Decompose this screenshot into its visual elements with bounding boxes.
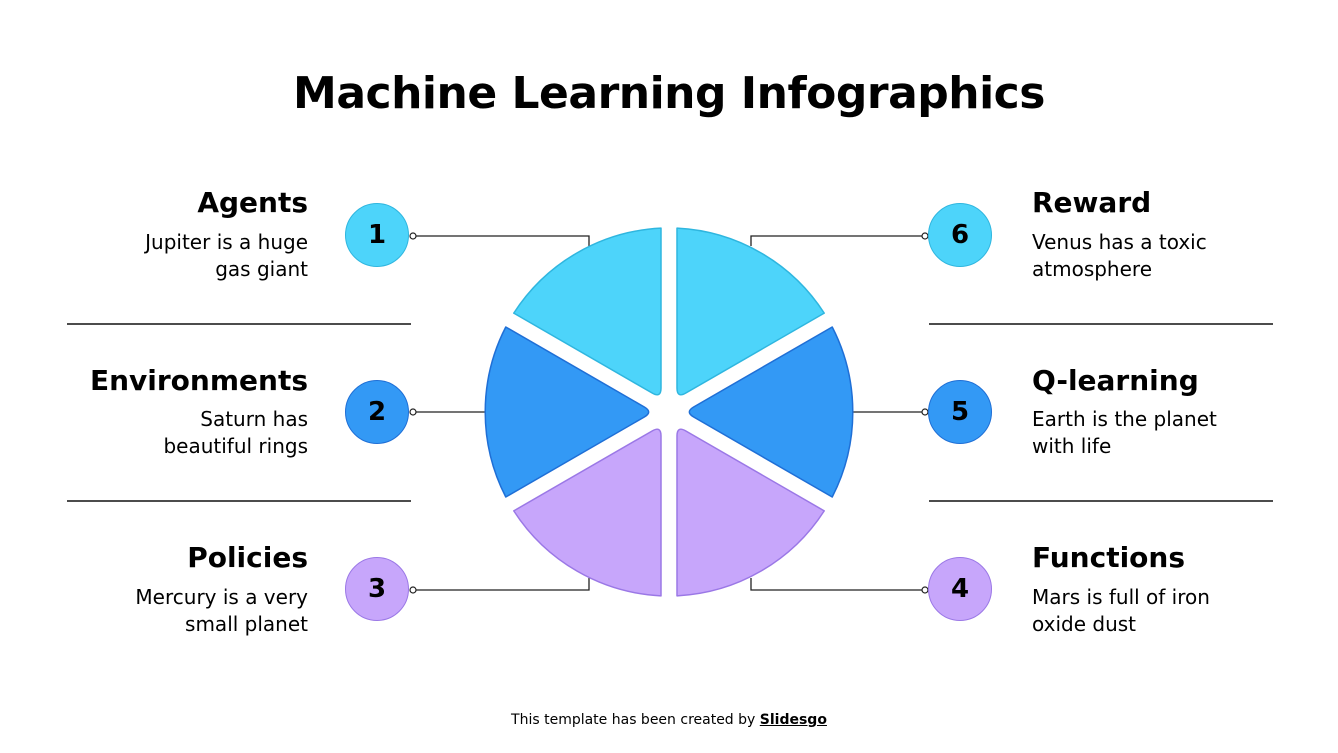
desc-q-learning-line1: Earth is the planet (1032, 407, 1217, 431)
number-badge-4: 4 (928, 557, 992, 621)
segment-4 (676, 428, 825, 597)
segment-3 (513, 428, 662, 597)
heading-agents: Agents (197, 186, 308, 219)
number-badge-2: 2 (345, 380, 409, 444)
connector-dot-1 (409, 232, 417, 240)
connector-dot-2 (409, 408, 417, 416)
desc-policies-line1: Mercury is a very (135, 585, 308, 609)
desc-agents-line1: Jupiter is a huge (145, 230, 308, 254)
number-badge-3: 3 (345, 557, 409, 621)
connector-6 (750, 235, 925, 246)
segment-2 (484, 326, 650, 498)
number-badge-1: 1 (345, 203, 409, 267)
number-badge-5: 5 (928, 380, 992, 444)
desc-environments-line2: beautiful rings (163, 434, 308, 458)
desc-reward-line1: Venus has a toxic (1032, 230, 1207, 254)
desc-q-learning-line2: with life (1032, 434, 1112, 458)
heading-policies: Policies (187, 541, 308, 574)
desc-agents-line2: gas giant (215, 257, 308, 281)
heading-reward: Reward (1032, 186, 1152, 219)
connector-dot-3 (409, 586, 417, 594)
desc-reward-line2: atmosphere (1032, 257, 1152, 281)
footer-brand-link[interactable]: Slidesgo (759, 712, 827, 728)
connector-3 (413, 578, 590, 591)
number-badge-6: 6 (928, 203, 992, 267)
footer-credit: This template has been created by Slides… (0, 712, 1338, 728)
desc-functions-line2: oxide dust (1032, 612, 1137, 636)
segment-6 (676, 227, 825, 396)
footer-prefix: This template has been created by (511, 712, 760, 728)
heading-functions: Functions (1032, 541, 1186, 574)
desc-environments-line1: Saturn has (200, 407, 308, 431)
connector-4 (750, 578, 925, 591)
segment-1 (513, 227, 662, 396)
segment-5 (688, 326, 854, 498)
desc-functions-line1: Mars is full of iron (1032, 585, 1210, 609)
desc-policies-line2: small planet (185, 612, 308, 636)
heading-q-learning: Q-learning (1032, 364, 1199, 397)
heading-environments: Environments (89, 364, 308, 397)
page-title: Machine Learning Infographics (293, 68, 1045, 119)
connector-1 (413, 235, 590, 246)
